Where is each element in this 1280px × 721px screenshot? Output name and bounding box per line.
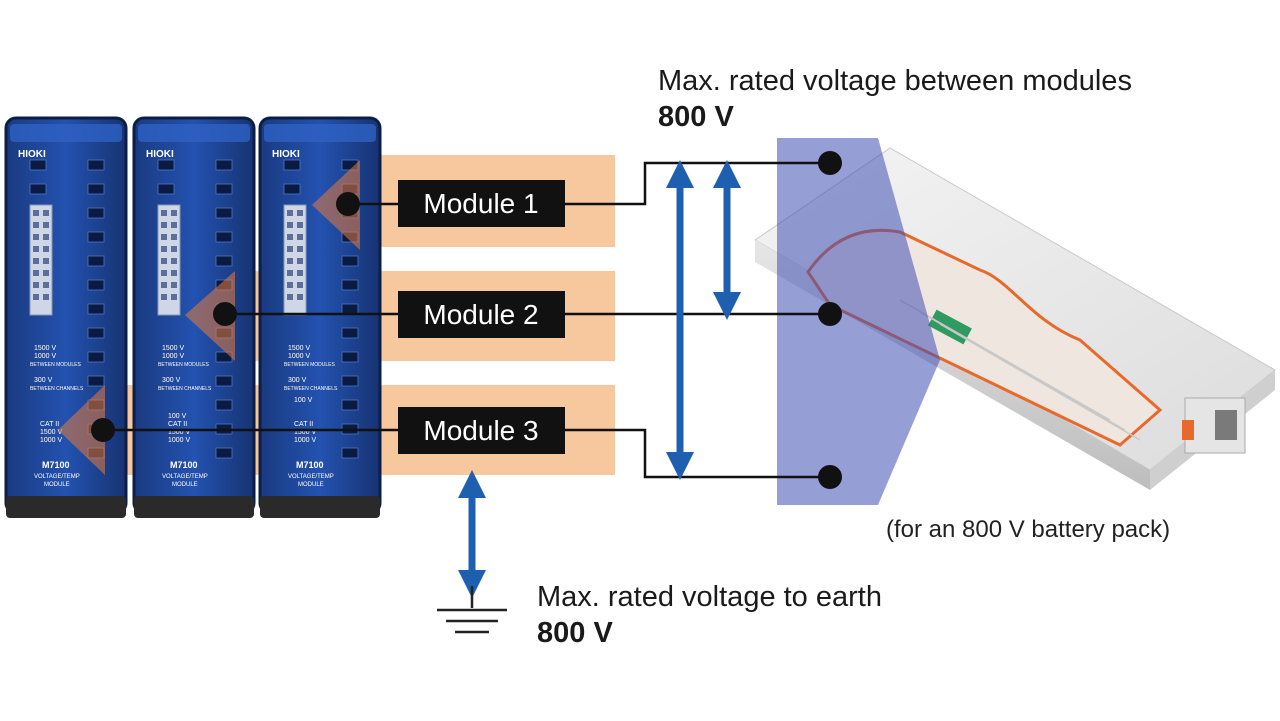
module-rating-modules-ac-1: 1000 V	[34, 353, 57, 360]
module-rating-channels-3: 300 V	[288, 377, 307, 384]
module-rating-channels-2: 300 V	[162, 377, 181, 384]
dot-module-3	[91, 418, 115, 442]
module-type-1a-1: VOLTAGE/TEMP	[34, 474, 80, 480]
ground-icon	[437, 586, 507, 634]
pointer-module-1	[312, 160, 360, 250]
module-rating-modules-v-2: 1500 V	[162, 345, 185, 352]
module-type-2a: VOLTAGE/TEMP	[162, 474, 208, 480]
module-type-1b-1: MODULE	[44, 482, 70, 488]
wire-module-3	[103, 428, 830, 479]
module-cat-3: CAT II	[294, 421, 313, 428]
to-earth-value: 800 V	[537, 616, 613, 650]
module-model-1: M7100	[42, 460, 70, 470]
module-rating-modules-ac-2: 1000 V	[162, 353, 185, 360]
module-rating-modules-ac-3: 1000 V	[288, 353, 311, 360]
module-between-modules-2: BETWEEN MODULES	[158, 362, 210, 368]
module-label-box-3	[398, 407, 565, 454]
module-cat-1000-3: 1000 V	[294, 437, 317, 444]
module-unit-1: HIOKI	[4, 116, 128, 518]
between-modules-value: 800 V	[658, 100, 734, 134]
module-cat-1000-1: 1000 V	[40, 437, 63, 444]
to-earth-value-text: 800 V	[537, 617, 613, 649]
module-cat-1500-3: 1500 V	[294, 429, 317, 436]
dot-battery-bottom	[818, 465, 842, 489]
between-modules-value-text: 800 V	[658, 101, 734, 133]
module-between-modules-3: BETWEEN MODULES	[284, 362, 336, 368]
module-label-3: Module 3	[423, 415, 538, 446]
module-unit-3: HIOKI	[258, 116, 382, 518]
dot-module-2	[213, 302, 237, 326]
module-type-2b: MODULE	[172, 482, 198, 488]
to-earth-title: Max. rated voltage to earth	[537, 581, 882, 613]
module-between-modules-1: BETWEEN MODULES	[30, 362, 82, 368]
dot-battery-top	[818, 151, 842, 175]
dot-battery-mid	[818, 302, 842, 326]
module-between-channels-3: BETWEEN CHANNELS	[284, 386, 338, 392]
module-cat-1000-2: 1000 V	[168, 437, 191, 444]
module-label-2: Module 2	[423, 299, 538, 330]
module-cat-1500-1: 1500 V	[40, 429, 63, 436]
module-cat-1500-2: 1500 V	[168, 429, 191, 436]
module-cat-2: CAT II	[168, 421, 187, 428]
module-label-1: Module 1	[423, 188, 538, 219]
module-pointers	[58, 160, 360, 475]
terminal-dots	[91, 151, 842, 489]
battery-overlay	[777, 138, 940, 505]
module-type-3a: VOLTAGE/TEMP	[288, 474, 334, 480]
module-brand-3: HIOKI	[272, 149, 300, 160]
battery-caption: (for an 800 V battery pack)	[886, 516, 1171, 543]
pointer-module-2	[185, 271, 235, 361]
pointer-module-3	[58, 385, 105, 475]
dot-module-1	[336, 192, 360, 216]
between-modules-title: Max. rated voltage between modules	[658, 65, 1132, 97]
module-label-box-2	[398, 291, 565, 338]
module-between-channels-1: BETWEEN CHANNELS	[30, 386, 84, 392]
module-model-3: M7100	[296, 460, 324, 470]
module-brand-2: HIOKI	[146, 149, 174, 160]
voltage-arrows	[458, 160, 741, 598]
module-cat-100-2: 100 V	[168, 413, 187, 420]
module-brand-1: HIOKI	[18, 149, 46, 160]
module-cat-1: CAT II	[40, 421, 59, 428]
module-type-3b: MODULE	[298, 482, 324, 488]
module-rating-modules-v-3: 1500 V	[288, 345, 311, 352]
module-between-channels-2: BETWEEN CHANNELS	[158, 386, 212, 392]
module-label-box-1	[398, 180, 565, 227]
module-rating-modules-v-1: 1500 V	[34, 345, 57, 352]
module-cat-100-3: 100 V	[294, 397, 313, 404]
module-rating-channels-1: 300 V	[34, 377, 53, 384]
module-model-2: M7100	[170, 460, 198, 470]
module-labels: Module 1 Module 2 Module 3	[398, 180, 565, 454]
